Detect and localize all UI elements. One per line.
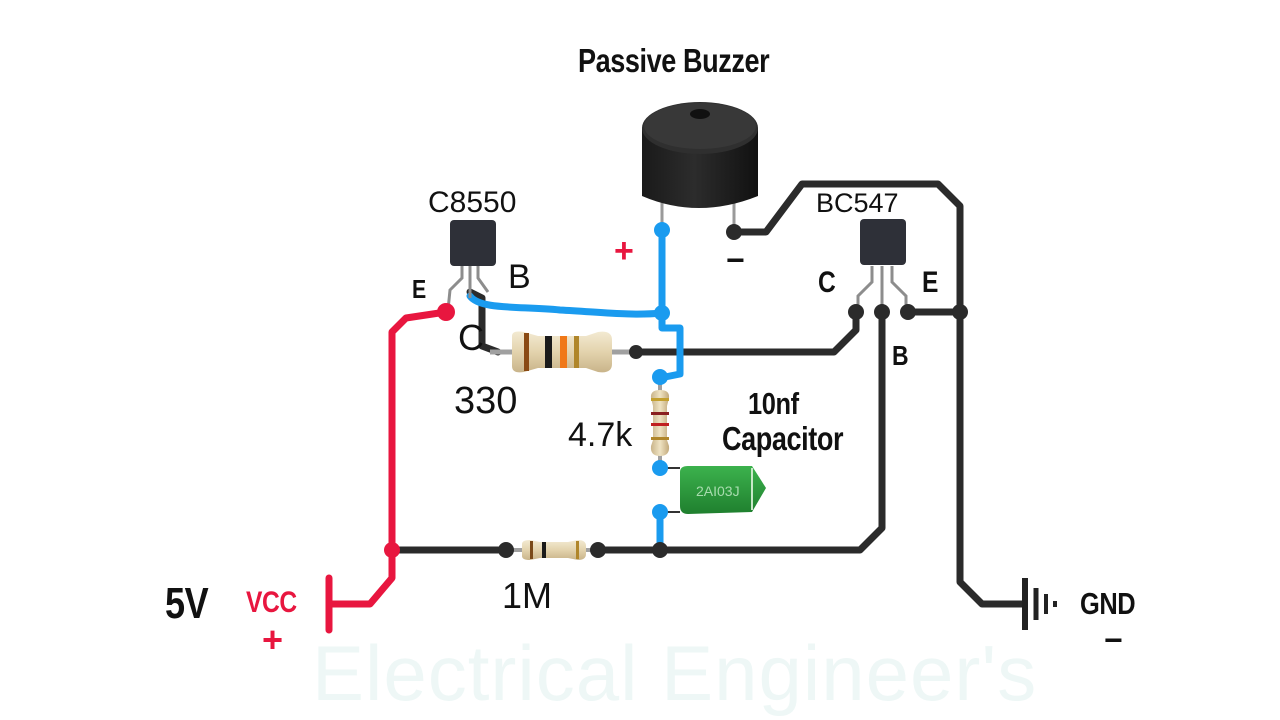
capacitor-10nf (660, 466, 766, 514)
watermark-text: Electrical Engineer's (312, 629, 1038, 717)
wire-blue-jog (656, 308, 684, 382)
transistor-c8550 (446, 220, 496, 311)
buzzer-minus-sign: − (726, 242, 745, 278)
resistor-1m (506, 540, 598, 560)
r2-value-label: 4.7k (568, 416, 633, 454)
wires-vcc (325, 308, 450, 634)
wire-1m-to-q2-base (594, 308, 886, 554)
node-cap-top (652, 460, 668, 476)
node-q2-collector (848, 304, 864, 320)
junction-dots (384, 222, 968, 558)
q1-pin-b-label: B (508, 258, 531, 296)
node-r1-right (629, 345, 643, 359)
capacitor-value-label: 10nf (748, 386, 799, 421)
wires-dark (388, 180, 1028, 608)
buzzer-plus-sign: + (614, 232, 634, 270)
supply-name-label: VCC (246, 586, 297, 619)
ground-label: GND (1080, 586, 1136, 621)
ground-polarity-label: − (1104, 622, 1123, 658)
capacitor-marking: 2AI03J (696, 483, 740, 499)
node-q2-emitter (900, 304, 916, 320)
node-vcc-rail (384, 542, 400, 558)
node-1m-right (590, 542, 606, 558)
node-ground-rail (952, 304, 968, 320)
q1-pin-e-label: E (412, 274, 426, 304)
wire-r1-to-q2-collector (632, 308, 860, 356)
node-buzzer-plus (654, 222, 670, 238)
capacitor-type-label: Capacitor (722, 420, 844, 457)
q2-part-label: BC547 (816, 188, 899, 218)
supply-polarity-label: + (262, 619, 284, 660)
q2-pin-e-label: E (922, 266, 939, 299)
transistor-bc547 (856, 219, 908, 312)
r3-value-label: 1M (502, 575, 553, 616)
node-q1-base-junction (654, 305, 670, 321)
q1-part-label: C8550 (428, 186, 517, 219)
node-buzzer-minus (726, 224, 742, 240)
supply-voltage-label: 5V (165, 579, 209, 628)
wire-buzzer-minus-to-ground-rail (730, 180, 1028, 608)
passive-buzzer (642, 102, 758, 232)
resistor-4-7k (650, 380, 670, 470)
node-q1-emitter (437, 303, 455, 321)
node-rail-cap (652, 542, 668, 558)
ground-symbol (1022, 578, 1057, 630)
node-q2-base (874, 304, 890, 320)
q1-pin-c-label: C (458, 317, 484, 358)
r1-value-label: 330 (454, 380, 518, 422)
node-r2-top (652, 369, 668, 385)
wire-vcc-to-q1-emitter (326, 308, 450, 608)
wire-q1-base (466, 292, 666, 318)
q2-pin-c-label: C (818, 266, 836, 299)
q2-pin-b-label: B (892, 340, 909, 371)
resistor-330 (490, 331, 636, 373)
node-1m-left (498, 542, 514, 558)
wire-q1-collector (466, 288, 502, 356)
buzzer-title: Passive Buzzer (578, 42, 770, 79)
node-cap-bottom (652, 504, 668, 520)
